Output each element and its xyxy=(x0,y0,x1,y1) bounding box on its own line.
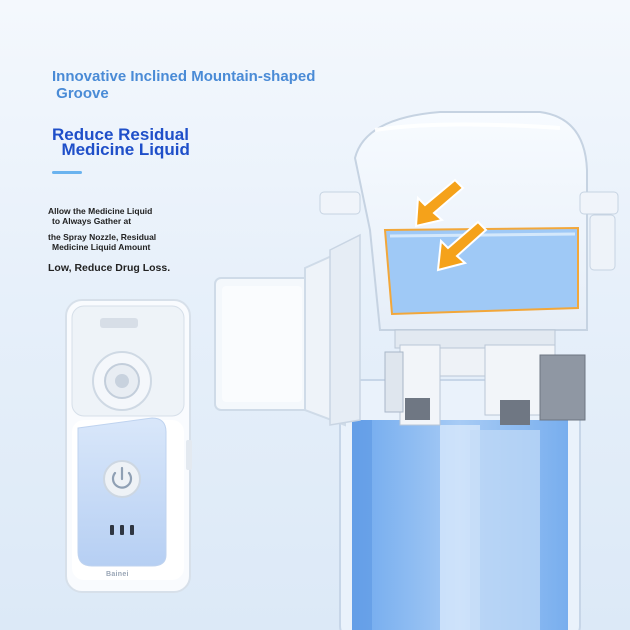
accent-divider xyxy=(52,171,82,174)
description-line-2: to Always Gather at xyxy=(52,216,132,226)
inner-mechanism xyxy=(384,329,586,426)
power-icon xyxy=(103,460,141,498)
feature-heading-line2: Groove xyxy=(52,85,109,102)
brand-logo: Bainei xyxy=(106,571,129,578)
description-line-4: Medicine Liquid Amount xyxy=(52,242,151,252)
device-body-cutaway xyxy=(339,379,581,630)
device-thumbnail xyxy=(65,299,192,593)
medicine-liquid xyxy=(383,226,579,316)
feature-description: Allow the Medicine Liquid to Always Gath… xyxy=(48,206,258,274)
indicator-lights xyxy=(110,525,134,535)
mouthpiece xyxy=(214,233,361,427)
feature-subheading-line1: Reduce Residual xyxy=(52,125,189,144)
feature-heading-line1: Innovative Inclined Mountain-shaped xyxy=(52,68,316,85)
description-line-1: Allow the Medicine Liquid xyxy=(48,206,153,216)
description-line-3: the Spray Nozzle, Residual xyxy=(48,232,157,242)
feature-subheading: Reduce Residual Medicine Liquid xyxy=(52,125,292,159)
description-line-5: Low, Reduce Drug Loss. xyxy=(48,262,171,274)
feature-heading: Innovative Inclined Mountain-shaped Groo… xyxy=(52,68,372,102)
arrow-icon xyxy=(414,178,488,272)
feature-subheading-line2: Medicine Liquid xyxy=(52,140,190,159)
